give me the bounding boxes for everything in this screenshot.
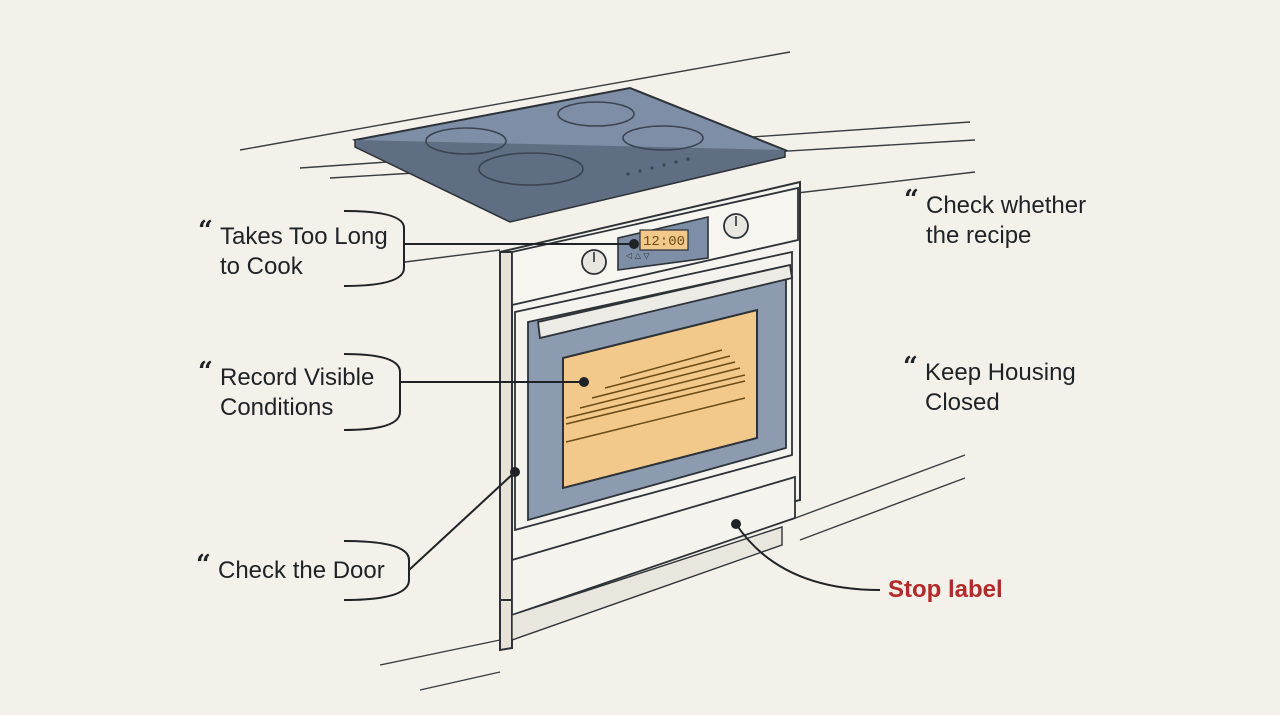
cooktop [351,86,789,223]
callout-text-line2: Closed [925,389,1000,416]
callout-stop-label: Stop label [888,575,1003,605]
quote-icon: “ [198,216,213,246]
burner-front-left [478,152,584,186]
callout-text-line1: Check whether [926,192,1087,219]
quote-icon: “ [198,357,213,387]
display-arrows: ◁ △ ▽ [625,251,650,260]
leader-lines [343,210,881,601]
callout-text-line1: Takes Too Long [220,223,388,250]
control-panel: 12:00 ◁ △ ▽ [511,186,799,307]
callout-text-line1: Keep Housing [925,359,1076,386]
callout-record-visible: “ Record Visible Conditions [198,357,375,423]
stop-label-text: Stop label [888,576,1003,603]
door-handle[interactable] [537,263,794,340]
warming-drawer[interactable] [511,475,796,641]
callout-text-line2: Conditions [220,394,334,421]
quote-icon: “ [903,352,918,382]
callout-text-line2: the recipe [926,222,1032,249]
burner-front-right [622,125,704,151]
display-time: 12:00 [643,234,685,250]
quote-icon: “ [196,550,211,580]
burner-back-left [425,127,507,155]
quote-icon: “ [904,185,919,215]
callout-check-recipe: “ Check whether the recipe [904,185,1087,251]
leader-dots [510,239,741,529]
callout-text-line1: Record Visible [220,364,375,391]
callout-check-door: “ Check the Door [196,550,385,586]
oven-door[interactable] [514,250,794,532]
callout-text-line1: Check the Door [218,557,385,584]
callout-text-line2: to Cook [220,253,303,280]
callout-takes-too-long: “ Takes Too Long to Cook [198,216,388,282]
callout-keep-housing: “ Keep Housing Closed [903,352,1076,418]
oven-rack [565,349,746,443]
burner-back-right [557,101,635,127]
